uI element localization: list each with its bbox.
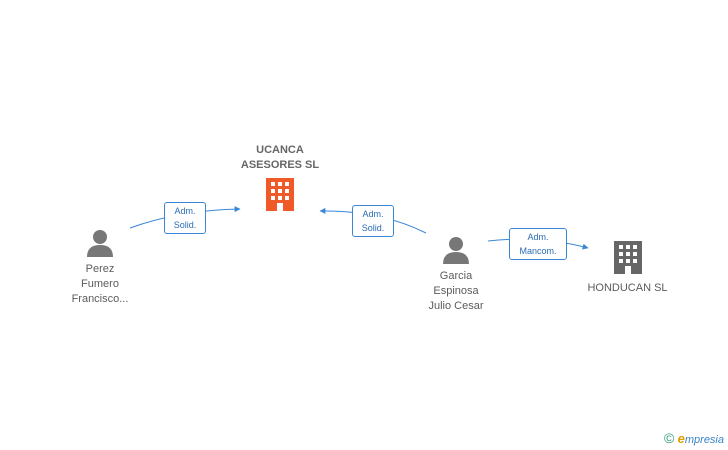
person-name-line1: Garcia [439,270,473,282]
copyright-symbol: © [663,430,675,446]
person-name-line3: Julio Cesar [428,300,484,312]
relation-role: Adm. [362,209,384,219]
person-node-perez[interactable]: Perez Fumero Francisco... [60,228,140,307]
person-node-garcia[interactable]: Garcia Espinosa Julio Cesar [416,235,496,314]
relation-label-garcia-hondican[interactable]: Adm. Mancom. [509,228,567,260]
relation-type: Solid. [173,220,197,230]
company-name: HONDUCAN SL [587,282,668,294]
company-name-line1: UCANCA [256,144,304,156]
person-name-line2: Espinosa [433,285,479,297]
person-name-line1: Perez [85,263,115,275]
person-icon [87,230,113,257]
person-name-line2: Fumero [81,278,119,290]
building-icon [266,178,294,211]
company-name-line2: ASESORES SL [240,159,320,171]
relation-role: Adm. [174,206,196,216]
empresia-logo: © empresia [664,430,724,446]
company-node-ucanca[interactable]: UCANCA ASESORES SL [225,143,335,213]
person-name: Perez Fumero Francisco... [60,262,140,307]
building-icon [613,241,642,274]
company-name: UCANCA ASESORES SL [225,143,335,173]
relation-type: Solid. [361,223,385,233]
relation-label-perez-ucanca[interactable]: Adm. Solid. [164,202,206,234]
relation-type: Mancom. [519,246,557,256]
relation-label-garcia-ucanca[interactable]: Adm. Solid. [352,205,394,237]
brand-initial: e [677,431,685,446]
relation-role: Adm. [527,232,549,242]
brand-name: mpresia [684,434,724,446]
person-name: Garcia Espinosa Julio Cesar [416,269,496,314]
person-name-line3: Francisco... [71,293,129,305]
company-node-hondican[interactable]: HONDUCAN SL [580,240,675,296]
person-icon [443,237,469,264]
